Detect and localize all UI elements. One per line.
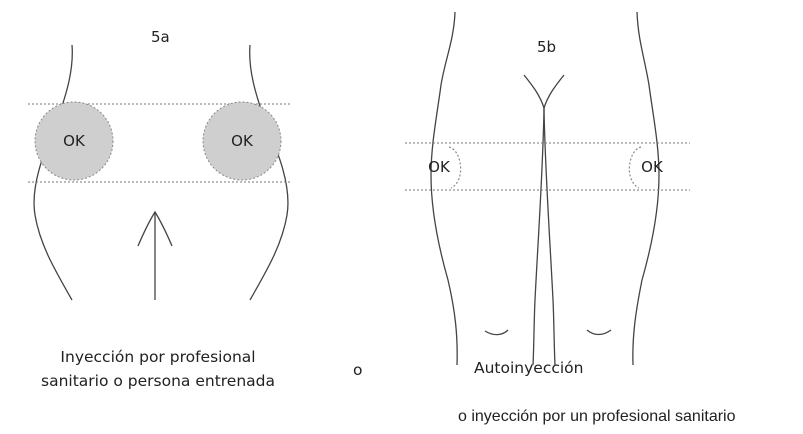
buttock-left-outline [33, 44, 73, 301]
thigh-right-inner [543, 74, 565, 366]
footnote: o inyección por un profesional sanitario [458, 408, 736, 425]
panel-5a-caption: Inyección por profesional sanitario o pe… [8, 345, 308, 393]
zone-left-5b-label: OK [428, 158, 451, 176]
buttock-right-outline [249, 44, 289, 301]
panel-5b-caption: Autoinyección [474, 359, 584, 377]
knee-right [586, 329, 612, 336]
injection-zone-left-5a [34, 101, 114, 181]
injection-zone-left-5b [448, 146, 462, 189]
panel-5a-caption-line1: Inyección por profesional [60, 348, 256, 366]
thigh-right-outer [632, 11, 660, 366]
zone-right-5b-label: OK [641, 158, 664, 176]
thigh-left-inner [523, 74, 545, 366]
injection-zone-right-5b [628, 146, 642, 189]
connector-or: o [353, 361, 363, 379]
knee-left [484, 329, 509, 336]
panel-5b-label: 5b [537, 38, 557, 56]
injection-zone-right-5a [202, 101, 282, 181]
panel-5a-illustration [33, 44, 289, 301]
panel-5b-illustration [430, 11, 660, 366]
panel-5a-label: 5a [151, 28, 170, 46]
zone-left-5a-label: OK [63, 132, 86, 150]
zone-right-5a-label: OK [231, 132, 254, 150]
thigh-left-outer [430, 11, 458, 366]
panel-5a-caption-line2: sanitario o persona entrenada [41, 372, 275, 390]
